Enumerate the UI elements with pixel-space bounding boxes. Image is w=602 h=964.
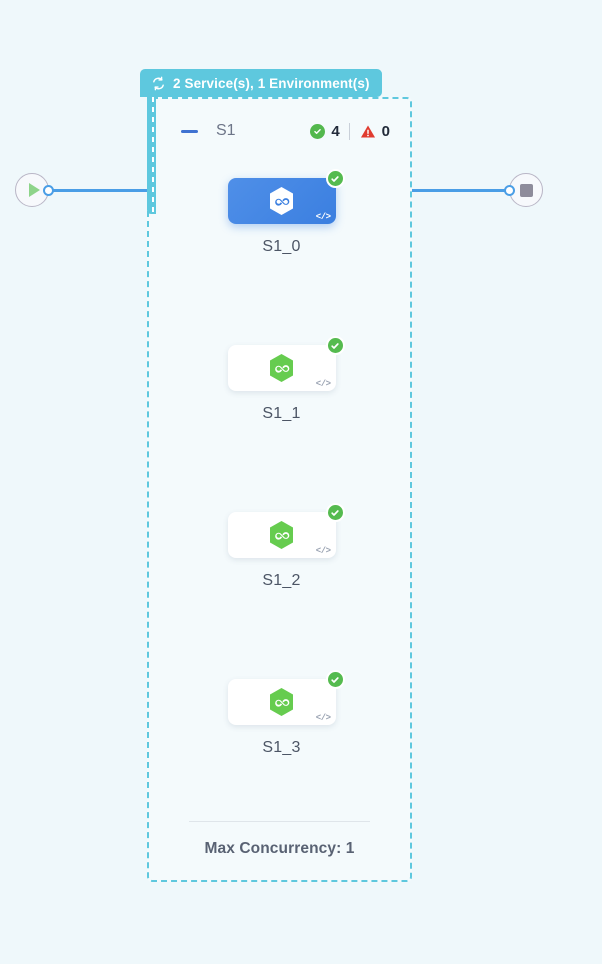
check-circle-icon: [325, 670, 345, 689]
node-item[interactable]: </> S1_2: [149, 503, 414, 590]
success-count: 4: [331, 122, 340, 140]
play-icon: [28, 183, 40, 197]
service-hexagon-icon: [268, 353, 295, 383]
status-badge-success: 4: [310, 123, 348, 140]
node-label: S1_2: [262, 572, 301, 589]
node-label: S1_3: [262, 739, 301, 756]
service-hexagon-icon: [268, 520, 295, 550]
code-brackets-icon[interactable]: </>: [315, 379, 331, 389]
node-label: S1_0: [262, 238, 301, 255]
check-circle-icon: [310, 123, 326, 139]
node-label: S1_1: [262, 405, 301, 422]
group-spine: [147, 69, 156, 214]
code-brackets-icon[interactable]: </>: [315, 212, 331, 222]
divider: [189, 821, 370, 822]
service-hexagon-icon: [268, 186, 295, 216]
node-card[interactable]: </>: [227, 336, 345, 391]
minus-icon[interactable]: [181, 129, 198, 133]
service-name: S1: [216, 122, 236, 139]
service-group-container[interactable]: S1 4: [147, 97, 412, 882]
code-brackets-icon[interactable]: </>: [315, 546, 331, 556]
node-card[interactable]: </>: [227, 503, 345, 558]
error-count: 0: [381, 122, 390, 140]
service-header-row: S1 4: [149, 119, 410, 143]
code-brackets-icon[interactable]: </>: [315, 713, 331, 723]
edge-start-to-group: [47, 189, 148, 192]
start-node-handle[interactable]: [43, 185, 54, 196]
service-hexagon-icon: [268, 687, 295, 717]
check-circle-icon: [325, 503, 345, 522]
service-stats: 4 0: [310, 122, 390, 140]
status-badge-error: 0: [348, 122, 390, 140]
node-item[interactable]: </> S1_1: [149, 336, 414, 423]
stop-icon: [519, 183, 533, 197]
node-item[interactable]: </> S1_0: [149, 169, 414, 256]
max-concurrency-label: Max Concurrency: 1: [204, 840, 355, 857]
node-card[interactable]: </>: [227, 169, 345, 224]
node-card[interactable]: </>: [227, 670, 345, 725]
refresh-loop-icon: [151, 76, 166, 91]
check-circle-icon: [325, 336, 345, 355]
group-footer: Max Concurrency: 1: [189, 821, 370, 858]
warning-triangle-icon: [360, 124, 376, 139]
node-item[interactable]: </> S1_3: [149, 670, 414, 757]
group-badge-label: 2 Service(s), 1 Environment(s): [173, 75, 370, 91]
edge-group-to-end: [412, 189, 515, 192]
end-node-handle[interactable]: [504, 185, 515, 196]
check-circle-icon: [325, 169, 345, 188]
group-badge[interactable]: 2 Service(s), 1 Environment(s): [140, 69, 382, 97]
